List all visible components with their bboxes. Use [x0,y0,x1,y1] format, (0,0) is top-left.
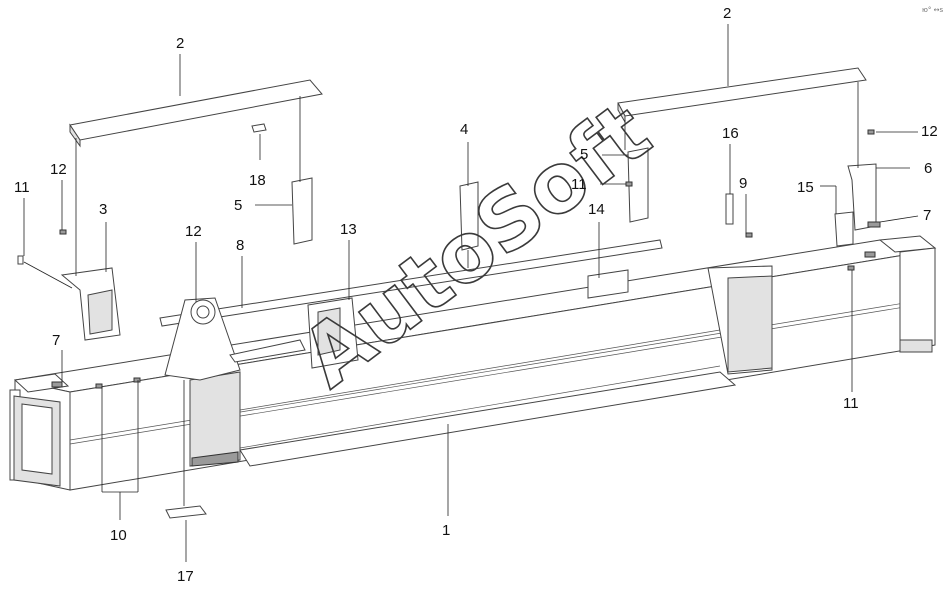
callout-8: 8 [236,237,244,254]
callouts: 2 2 3 4 5 5 6 7 7 8 9 10 11 11 11 12 12 … [14,5,938,585]
callout-3: 3 [99,201,107,218]
callout-2-left: 2 [176,35,184,52]
callout-9: 9 [739,175,747,192]
callout-2-right: 2 [723,5,731,22]
part-14 [587,269,629,299]
callout-18: 18 [249,172,266,189]
callout-12-pivot: 12 [185,223,202,240]
plate-4 [459,181,479,251]
rail-left [69,79,323,148]
callout-16: 16 [722,125,739,142]
rail-right [617,67,867,124]
callout-11-mid: 11 [571,176,587,193]
callout-14: 14 [588,201,605,218]
pivot-bracket [164,297,306,381]
callout-11-right: 11 [843,395,859,412]
callout-7-right: 7 [923,207,931,224]
callout-4: 4 [460,121,468,138]
plate-5-left [291,177,313,245]
callout-5-right: 5 [580,146,588,163]
bracket-6 [847,163,877,231]
callout-10: 10 [110,527,127,544]
callout-11-left: 11 [14,179,30,196]
strip-16 [725,193,734,225]
corner-mark: ю° ↔s [922,6,943,14]
bracket-13 [307,297,359,369]
rod [159,239,663,327]
callout-15: 15 [797,179,814,196]
callout-13: 13 [340,221,357,238]
plate-15 [834,211,854,247]
small-pads [17,123,881,519]
callout-1: 1 [442,522,450,539]
callout-12-right: 12 [921,123,938,140]
plate-5-right [627,147,649,223]
callout-5-left: 5 [234,197,242,214]
callout-7-left: 7 [52,332,60,349]
callout-12-left: 12 [50,161,67,178]
callout-6: 6 [924,160,932,177]
bracket-3 [60,267,121,341]
callout-17: 17 [177,568,194,585]
leader-lines [23,24,919,562]
